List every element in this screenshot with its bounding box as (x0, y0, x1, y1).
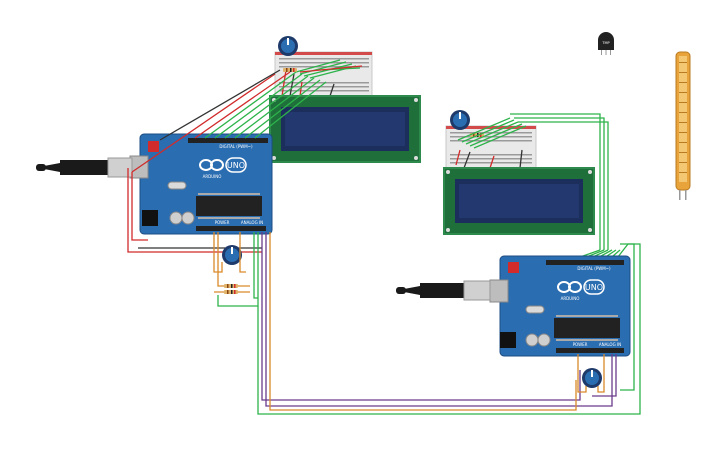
arduino-board-right[interactable]: UNO ARDUINO DIGITAL (PWM~) POWER ANALOG … (489, 255, 631, 357)
wires-left-board-to-breadboard (127, 69, 327, 253)
flex-sensor-icon[interactable] (675, 51, 691, 200)
lcd-display-left[interactable] (269, 95, 421, 163)
breadboard-right[interactable] (445, 125, 537, 171)
potentiometer-left-bottom[interactable] (222, 245, 242, 265)
board-right-brand-text: ARDUINO (561, 296, 580, 301)
board-right-logo-text: UNO (585, 283, 603, 292)
resistor-icon[interactable] (283, 68, 297, 72)
potentiometer-icon[interactable] (278, 36, 298, 56)
usb-plug-right-icon (396, 280, 491, 301)
lcd-display-right[interactable] (443, 167, 595, 235)
board-left-power-label: POWER (215, 220, 230, 225)
board-left-analog-label: ANALOG IN (241, 220, 263, 225)
board-left-logo-text: UNO (227, 161, 245, 170)
board-right-analog-label: ANALOG IN (599, 342, 621, 347)
arduino-logo-left: UNO ARDUINO (199, 157, 247, 179)
wires-inter-board (217, 232, 641, 415)
board-right-digital-label: DIGITAL (PWM~) (577, 266, 611, 271)
wires-right-breadboard (455, 113, 609, 250)
potentiometer-right-top[interactable] (450, 110, 470, 130)
board-left-brand-text: ARDUINO (203, 174, 222, 179)
wires-right-pot (577, 354, 617, 397)
wires-left-breadboard (281, 59, 363, 97)
arduino-board-left[interactable]: UNO ARDUINO DIGITAL (PWM~) POWER ANALOG … (129, 133, 273, 235)
arduino-logo-right: UNO ARDUINO (557, 279, 605, 301)
usb-plug-icon (36, 157, 133, 178)
board-left-digital-label: DIGITAL (PWM~) (219, 144, 253, 149)
resistor-left-2[interactable] (224, 290, 238, 294)
sensor-label: TMP (601, 41, 609, 45)
board-right-power-label: POWER (573, 342, 588, 347)
temperature-sensor-icon[interactable]: TMP (598, 32, 614, 55)
resistor-left-1[interactable] (224, 284, 238, 288)
potentiometer-right-bottom[interactable] (582, 368, 602, 388)
